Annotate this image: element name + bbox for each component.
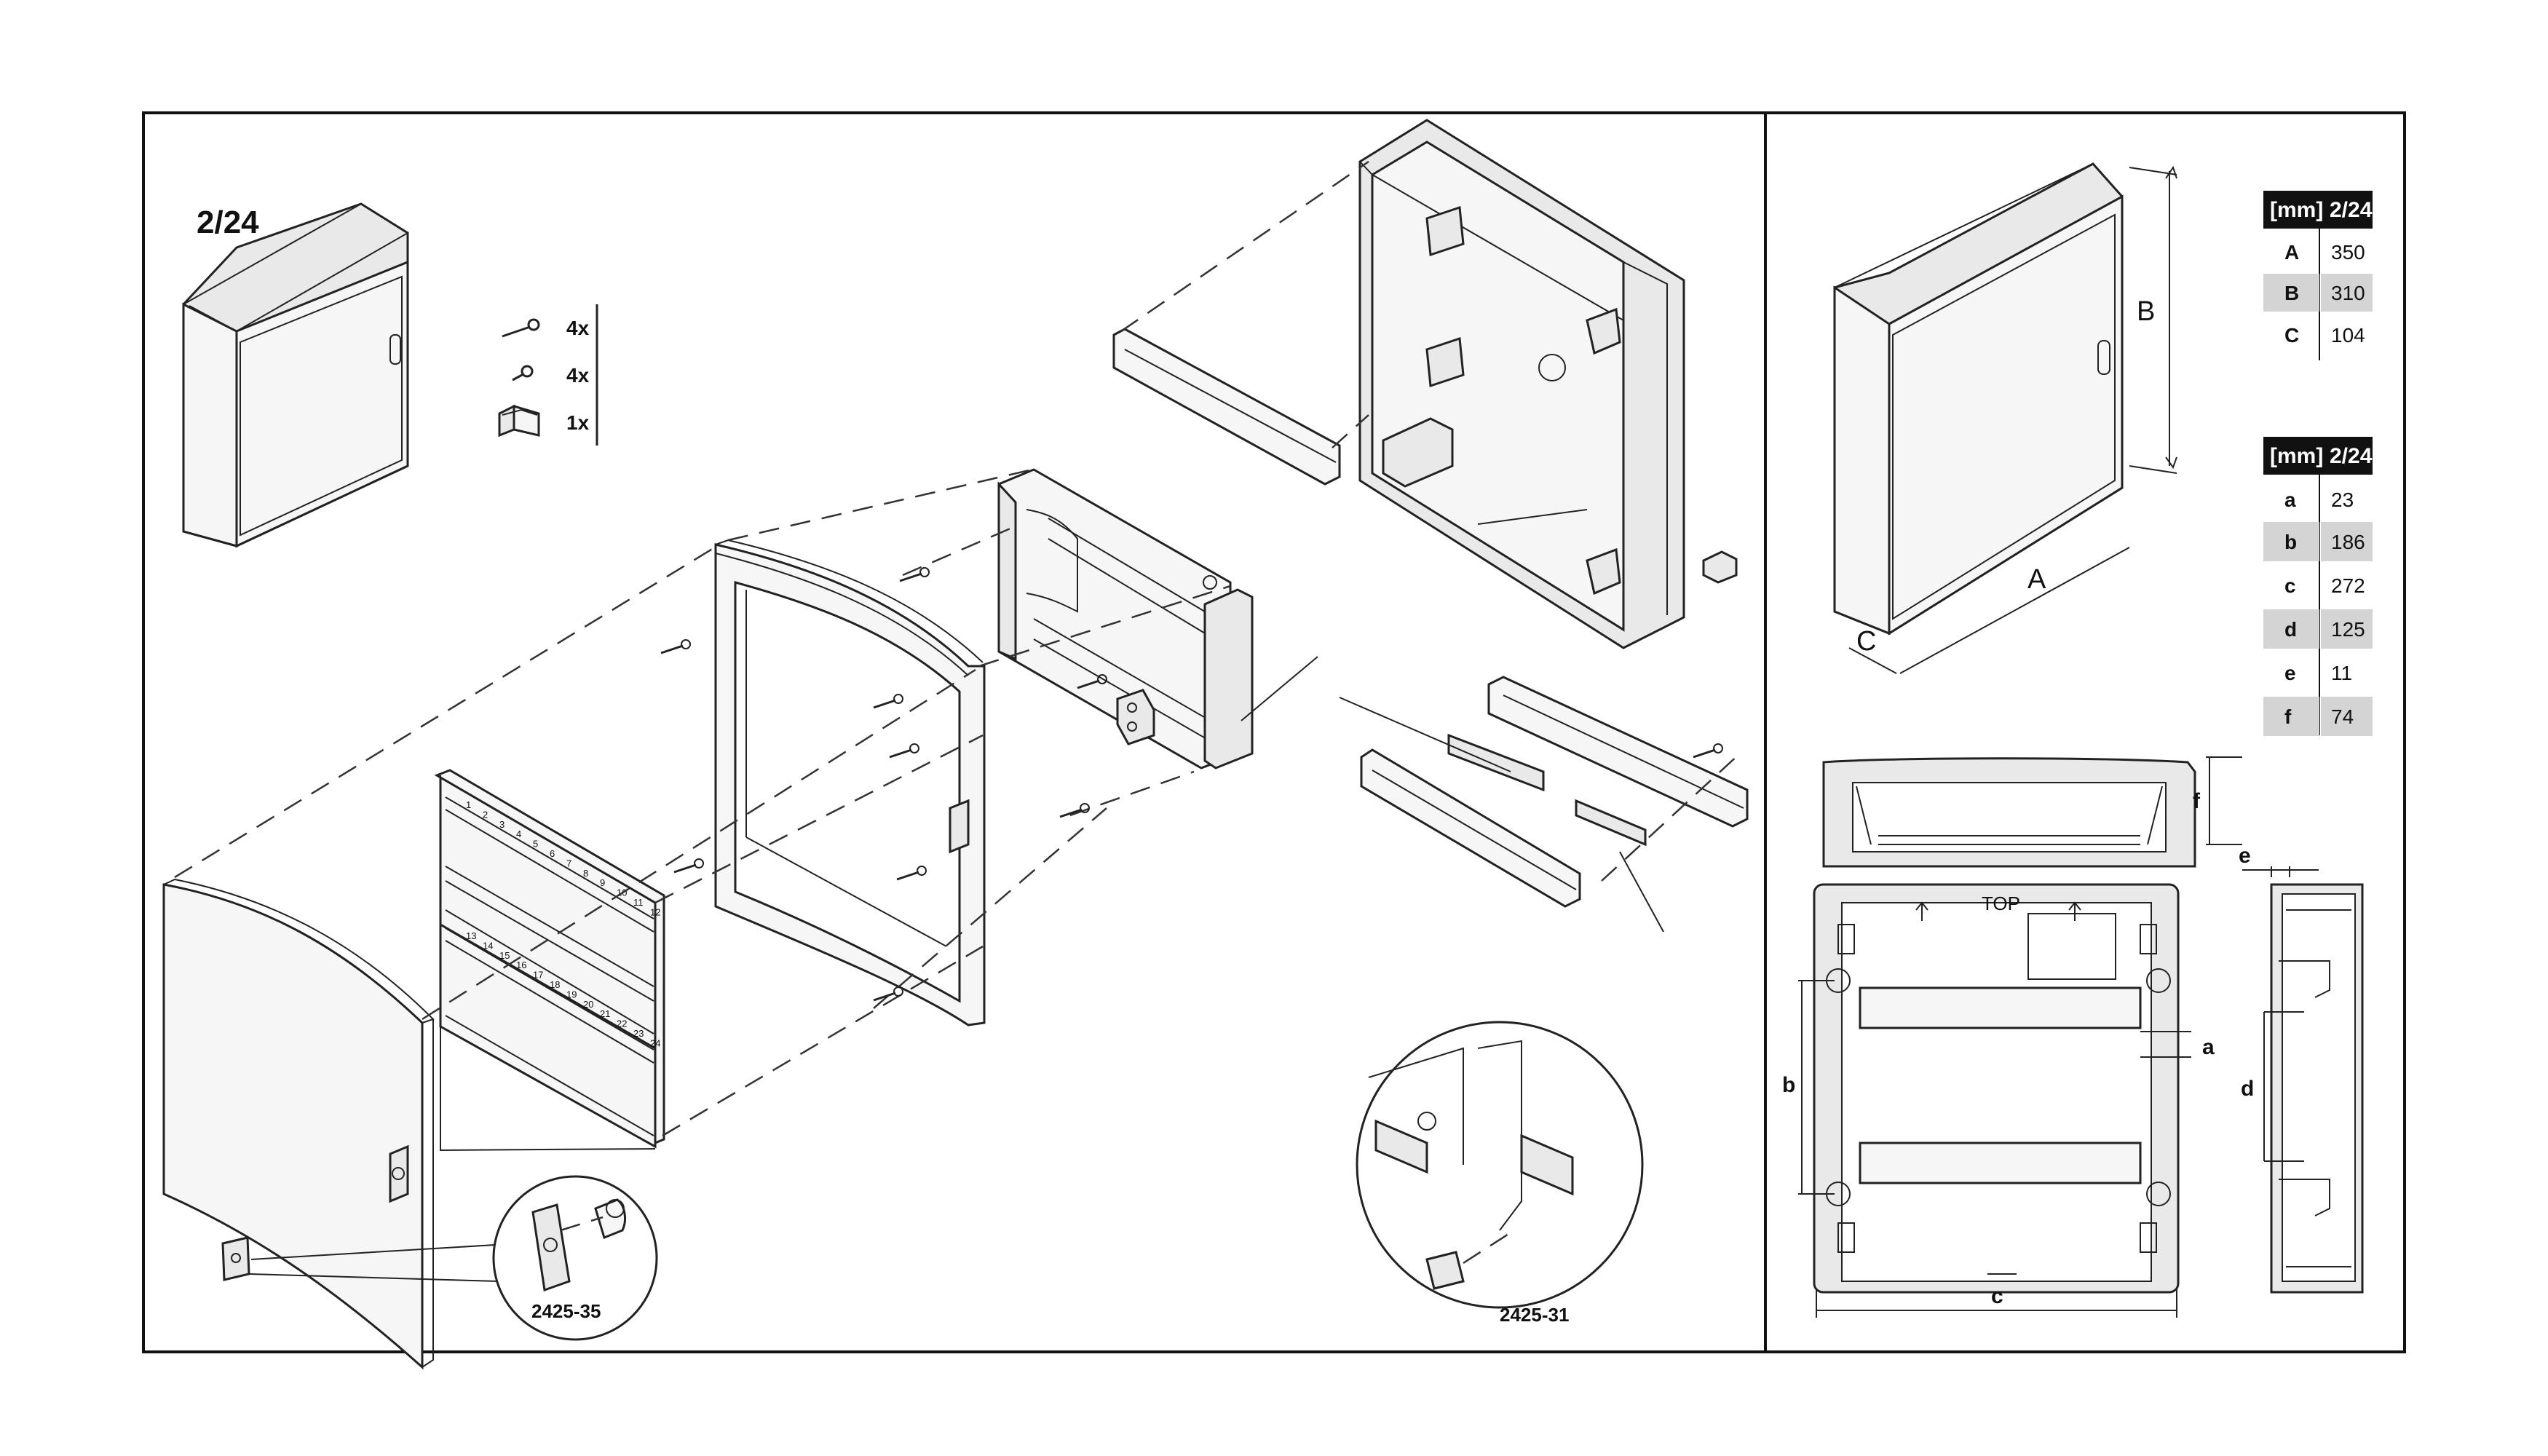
main-frame (142, 111, 2406, 1353)
short-screw-icon (512, 365, 534, 381)
module-number: 1 (466, 799, 471, 810)
model-title: 2/24 (197, 205, 259, 240)
top-marking: TOP (1982, 893, 2020, 914)
accessory-qty-1: 4x (566, 317, 590, 339)
module-number: 21 (600, 1008, 610, 1019)
inner-row-a-key: a (2284, 488, 2296, 511)
din-rail-carrier (997, 468, 1254, 769)
module-numbers-bottom: 13 14 15 16 17 18 19 20 21 22 23 24 (466, 930, 660, 1048)
lock-detail: 2425-35 (248, 1175, 658, 1341)
module-number: 6 (550, 848, 555, 859)
enclosure-iso-dims (1833, 162, 2177, 674)
module-number: 13 (466, 930, 476, 941)
inner-row-b-value: 186 (2331, 531, 2365, 553)
module-number: 2 (483, 809, 488, 820)
module-number: 20 (583, 999, 593, 1010)
outer-row-A-key: A (2284, 241, 2299, 264)
inner-table-header-unit: [mm] (2270, 444, 2323, 468)
clip-icon (498, 404, 540, 438)
outer-row-C-key: C (2284, 324, 2299, 347)
module-number: 5 (533, 839, 538, 850)
accessory-qty-2: 4x (566, 364, 590, 387)
module-number: 15 (499, 950, 510, 961)
module-number: 7 (566, 858, 571, 869)
module-number: 8 (583, 868, 588, 879)
dim-label-B: B (2137, 296, 2155, 327)
inner-row-a-value: 23 (2331, 488, 2354, 511)
dim-label-A: A (2027, 564, 2046, 595)
dim-label-d: d (2241, 1077, 2254, 1101)
dim-label-C: C (1856, 626, 1876, 657)
inner-row-f-key: f (2284, 705, 2292, 728)
outer-row-A-value: 350 (2331, 241, 2365, 264)
module-number: 3 (499, 819, 505, 830)
outer-row-B-key: B (2284, 282, 2299, 304)
module-number: 16 (516, 960, 526, 970)
dim-label-a: a (2202, 1035, 2215, 1059)
clip-part-number: 2425-31 (1500, 1304, 1569, 1326)
fixing-screws (660, 567, 1723, 1002)
inner-row-b-key: b (2284, 531, 2297, 553)
dim-label-c: c (1991, 1284, 2003, 1308)
enclosure-back-box (1358, 119, 1738, 649)
dim-label-f: f (2193, 789, 2201, 813)
enclosure-door (162, 878, 435, 1370)
module-number: 18 (550, 979, 560, 990)
accessory-list: 4x 4x 1x (498, 304, 598, 446)
table-inner-dims: [mm] 2/24 a 23 b 186 c 272 d 125 e 11 f … (2263, 437, 2373, 736)
assembly-lines (174, 160, 1741, 1137)
rail-clip-detail: 2425-31 (1356, 1021, 1644, 1326)
module-number: 24 (650, 1037, 660, 1048)
module-number: 11 (633, 897, 644, 908)
long-screw-icon (502, 318, 540, 338)
module-number: 9 (600, 877, 605, 888)
terminal-rails-right (1241, 656, 1749, 933)
module-number: 14 (483, 940, 493, 951)
inner-row-c-key: c (2284, 574, 2296, 597)
table-outer-dims: [mm] 2/24 A 350 B 310 C 104 (2263, 191, 2373, 360)
top-section-view (1822, 756, 2242, 868)
inner-row-e-value: 11 (2331, 662, 2352, 684)
din-rail-top (1112, 328, 1341, 486)
inner-row-e-key: e (2284, 662, 2296, 684)
accessory-qty-3: 1x (566, 411, 590, 434)
outer-row-B-value: 310 (2331, 282, 2365, 304)
side-section-view (2242, 866, 2364, 1294)
lock-part-number: 2425-35 (531, 1300, 601, 1322)
front-cover-frame (714, 539, 986, 1026)
inner-row-d-value: 125 (2331, 618, 2365, 641)
inner-table-header-model: 2/24 (2330, 444, 2373, 468)
module-number: 17 (533, 970, 543, 981)
module-number: 22 (617, 1018, 627, 1029)
inner-row-f-value: 74 (2331, 705, 2354, 728)
closed-enclosure-small (182, 202, 409, 548)
dim-label-b: b (1782, 1073, 1795, 1097)
outer-table-header-unit: [mm] (2270, 198, 2323, 222)
dim-label-e: e (2239, 844, 2251, 868)
module-number: 19 (566, 989, 577, 1000)
outer-table-header-model: 2/24 (2330, 198, 2373, 222)
module-number: 4 (516, 828, 521, 839)
inner-row-c-value: 272 (2331, 574, 2365, 597)
inner-row-d-key: d (2284, 618, 2297, 641)
module-number: 12 (650, 906, 660, 917)
front-interior-view (1798, 883, 2191, 1318)
outer-row-C-value: 104 (2331, 324, 2365, 347)
module-number: 23 (633, 1028, 644, 1039)
